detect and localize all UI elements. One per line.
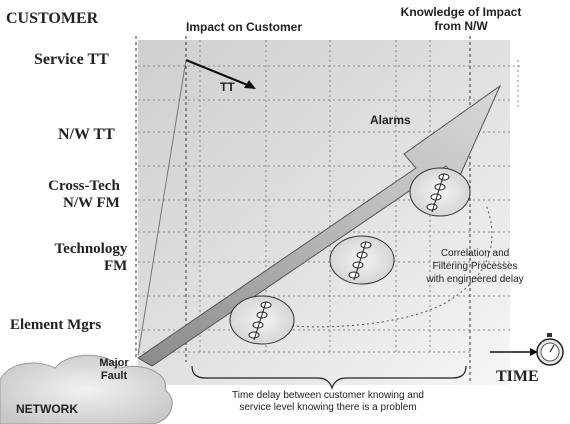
correlation-line1: Correlation and	[440, 248, 510, 259]
delay-line2: service level knowing there is a problem	[239, 402, 417, 413]
time-label: TIME	[496, 368, 539, 385]
level-technology: Technology FM	[34, 241, 128, 275]
network-cloud	[0, 354, 173, 424]
knowledge-line1: Knowledge of Impact	[400, 5, 522, 19]
knowledge-of-impact-label: Knowledge of Impact from N/W	[395, 5, 527, 33]
alarms-arrow	[137, 84, 502, 367]
tt-arrow	[185, 58, 256, 89]
level-cross-tech: Cross-Tech N/W FM	[35, 178, 120, 212]
delay-line1: Time delay between customer knowing and	[232, 390, 424, 401]
level-cross-tech-line2: N/W FM	[63, 195, 120, 211]
level-cross-tech-line1: Cross-Tech	[48, 178, 120, 194]
network-label: NETWORK	[16, 402, 78, 416]
stopwatch-icon	[536, 333, 564, 366]
delay-brace	[191, 365, 467, 390]
knowledge-line2: from N/W	[434, 19, 488, 33]
correlation-text: Correlation and Filtering Processes with…	[405, 247, 545, 286]
processing-node-3	[409, 167, 471, 217]
level-technology-line1: Technology	[54, 241, 128, 257]
correlation-line2: Filtering Processes	[432, 261, 518, 272]
level-element-mgrs: Element Mgrs	[10, 317, 102, 333]
major-fault-line2: Fault	[100, 370, 128, 382]
alarms-label: Alarms	[370, 113, 411, 127]
time-arrow	[490, 348, 538, 356]
customer-impact-line	[137, 59, 187, 356]
delay-text: Time delay between customer knowing and …	[188, 390, 468, 414]
level-nw-tt: N/W TT	[58, 126, 115, 143]
processing-node-2	[329, 235, 395, 285]
level-service-tt: Service TT	[34, 51, 109, 68]
major-fault-label: Major Fault	[94, 357, 134, 383]
major-fault-line1: Major	[99, 357, 129, 369]
level-technology-line2: FM	[104, 258, 128, 274]
tt-label: TT	[220, 80, 235, 94]
processing-node-1	[229, 295, 295, 345]
customer-label: CUSTOMER	[6, 10, 99, 27]
correlation-line3: with engineered delay	[426, 274, 524, 285]
impact-on-customer-label: Impact on Customer	[186, 20, 303, 34]
